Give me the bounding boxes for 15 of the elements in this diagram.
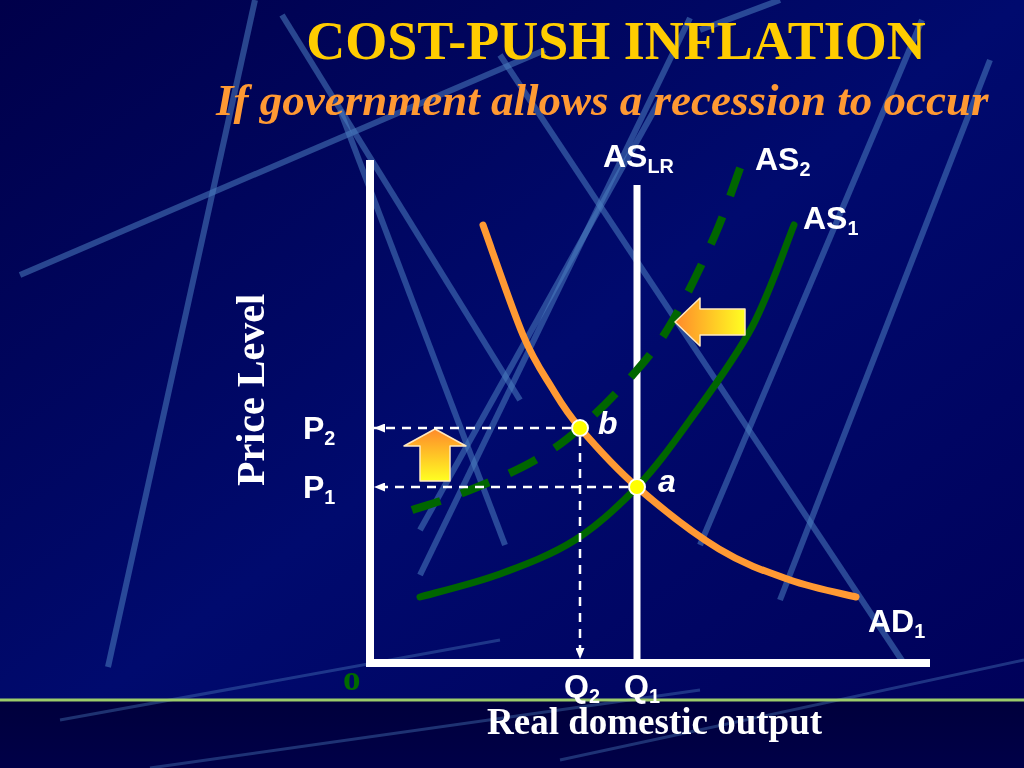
projection-arrow <box>374 482 628 492</box>
axis-tick-label: P$_{1}$ <box>303 470 374 510</box>
origin-label: o <box>343 660 361 699</box>
slide-title: COST-PUSH INFLATION <box>306 12 926 72</box>
curve-label: AD$_{1}$ <box>868 604 926 640</box>
curve-label: AS$_{2}$ <box>755 142 811 178</box>
point-label: b <box>598 406 618 442</box>
axis-tick-label: P$_{2}$ <box>303 411 374 451</box>
projection-arrow <box>374 423 571 433</box>
slide-subtitle: If government allows a recession to occur <box>216 76 989 126</box>
point-label: a <box>658 464 676 500</box>
curve-label: AS$_{LR}$ <box>603 139 674 175</box>
projection-arrow <box>575 437 585 659</box>
axis-title: Price Level <box>229 293 273 487</box>
curve-label: AS$_{1}$ <box>803 201 859 237</box>
